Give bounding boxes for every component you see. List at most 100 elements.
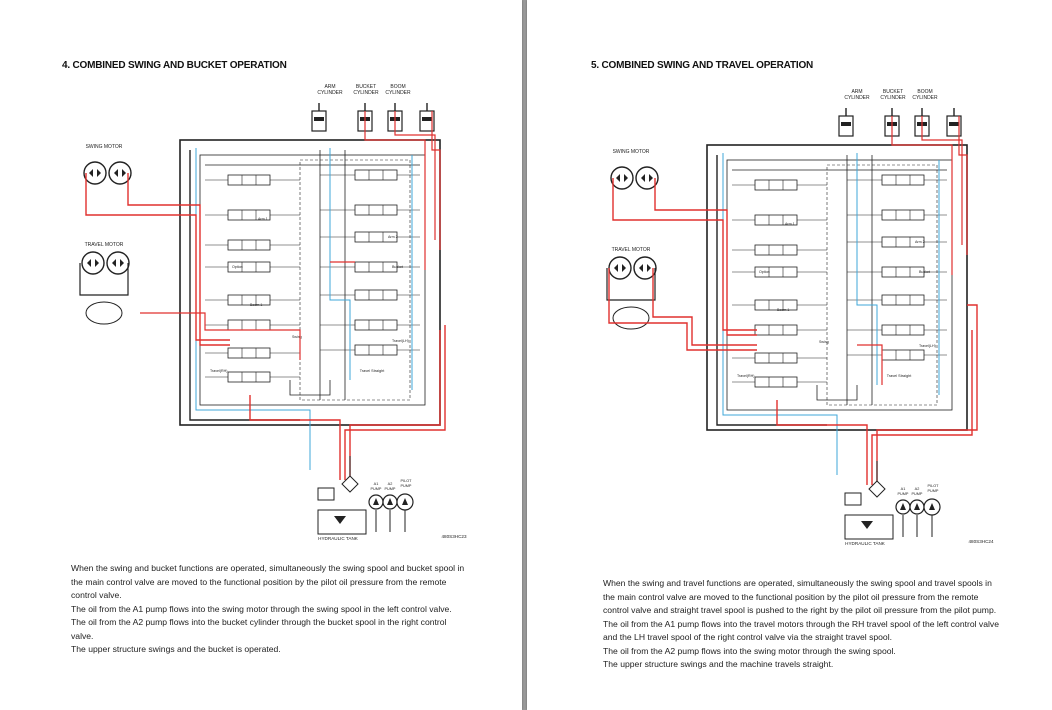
pilot-line <box>195 148 311 470</box>
paragraph: The upper structure swings and the bucke… <box>71 644 281 654</box>
valve-label: Swing <box>292 335 302 339</box>
pump-label: A2 <box>915 487 920 491</box>
spool <box>754 299 798 311</box>
figure-code: 480S3HC23 <box>441 534 466 539</box>
spool <box>227 319 271 331</box>
swing-motor-icon <box>83 161 107 185</box>
valve-dashed-frame <box>826 164 938 406</box>
manual-page-left: 4. COMBINED SWING AND BUCKET OPERATION A… <box>0 0 522 710</box>
paragraph: When the swing and travel functions are … <box>603 578 997 615</box>
valve-label: Travel(LH) <box>392 339 409 343</box>
swing-motor-icon <box>108 161 132 185</box>
pilot-line <box>856 153 878 385</box>
cylinder-label: BUCKET <box>883 89 903 95</box>
pressure-line <box>654 178 757 336</box>
spool <box>881 294 925 306</box>
cylinder-label: ARM <box>851 89 862 95</box>
pressure-line <box>364 111 426 270</box>
pump-arrow <box>373 498 379 505</box>
motor-arrow <box>641 174 653 182</box>
cylinder-piston <box>314 117 324 121</box>
section-heading: 4. COMBINED SWING AND BUCKET OPERATION <box>62 60 287 71</box>
return-line <box>816 385 858 401</box>
tank-label: HYDRAULIC TANK <box>318 536 359 541</box>
motor-arrow <box>89 169 101 177</box>
cylinder-label: CYLINDER <box>912 95 938 101</box>
description-text: When the swing and bucket functions are … <box>71 562 471 657</box>
motor-label: SWING MOTOR <box>613 149 650 155</box>
pressure-line <box>857 344 883 385</box>
cylinder-label: CYLINDER <box>317 90 343 96</box>
spool <box>881 174 925 186</box>
hydraulic-tank-icon <box>844 514 894 540</box>
valve-label: Arm 2 <box>915 240 925 244</box>
spool <box>754 376 798 388</box>
pressure-line <box>249 395 341 480</box>
spool <box>227 239 271 251</box>
cylinder-piston <box>422 117 432 121</box>
tank-arrow <box>334 516 346 524</box>
spool <box>881 209 925 221</box>
cylinder-label: CYLINDER <box>880 95 906 101</box>
filter-icon <box>341 475 359 493</box>
schematic-group: ARMCYLINDERBUCKETCYLINDERBOOMCYLINDERSWI… <box>606 89 994 546</box>
spool <box>754 324 798 336</box>
paragraph: The oil from the A2 pump flows into the … <box>603 645 896 656</box>
pressure-line <box>349 330 441 480</box>
cylinder-label: CYLINDER <box>385 90 411 96</box>
travel-motor-icon <box>106 251 130 275</box>
pump-arrow <box>387 498 393 505</box>
spool <box>227 174 271 186</box>
pump-label: PILOT <box>928 484 940 488</box>
spool <box>227 294 271 306</box>
paragraph: The oil from the A1 pump flows into the … <box>603 618 999 643</box>
cylinder-label: CYLINDER <box>353 90 379 96</box>
description-text: When the swing and travel functions are … <box>603 577 1003 672</box>
manual-page-right: 5. COMBINED SWING AND TRAVEL OPERATION A… <box>527 0 1052 710</box>
pump-label: A1 <box>374 482 379 486</box>
spool <box>354 261 398 273</box>
valve-label: Option <box>232 265 243 269</box>
pressure-line <box>958 116 968 255</box>
valve-label: Boom 1 <box>250 303 262 307</box>
paragraph: The oil from the A1 pump flows into the … <box>71 603 452 614</box>
valve-label: Travel(LH) <box>919 344 936 348</box>
pressure-line <box>871 330 973 485</box>
valve-label: Bucket <box>392 265 403 269</box>
motor-arrow <box>112 259 124 267</box>
valve-label: Travel(RH) <box>210 369 227 373</box>
travel-line <box>606 268 656 301</box>
pressure-line <box>876 304 978 485</box>
schematic-group: ARMCYLINDERBUCKETCYLINDERBOOMCYLINDERSWI… <box>79 84 467 541</box>
filter-icon <box>844 492 862 506</box>
cylinder-label: ARM <box>324 84 335 90</box>
motor-label: SWING MOTOR <box>86 144 123 150</box>
pump-label: A2 <box>388 482 393 486</box>
pilot-line <box>329 148 351 380</box>
spool <box>881 266 925 278</box>
return-line <box>289 380 331 396</box>
main-control-valve-frame <box>706 144 968 431</box>
hydraulic-tank-icon <box>317 509 367 535</box>
pump-label: PUMP <box>898 492 909 496</box>
cylinder-label: BOOM <box>390 84 405 90</box>
hydraulic-schematic: ARMCYLINDERBUCKETCYLINDERBOOMCYLINDERSWI… <box>79 84 467 541</box>
cylinder-piston <box>949 122 959 126</box>
pump-label: PUMP <box>912 492 923 496</box>
valve-label: Boom 1 <box>777 308 789 312</box>
valve-label: Arm 2 <box>388 235 398 239</box>
travel-motor-icon <box>608 256 632 280</box>
swing-motor-icon <box>610 166 634 190</box>
section-heading: 5. COMBINED SWING AND TRAVEL OPERATION <box>591 60 814 71</box>
pressure-line <box>652 268 757 346</box>
valve-label: Travel Straight <box>887 374 912 378</box>
paragraph: The oil from the A2 pump flows into the … <box>71 617 447 641</box>
pressure-line <box>776 400 868 485</box>
travel-line <box>79 263 129 296</box>
pressure-line <box>127 173 230 346</box>
pump-arrow <box>900 503 906 510</box>
spool <box>754 352 798 364</box>
travel-motor-icon <box>81 251 105 275</box>
valve-dashed-frame <box>299 159 411 401</box>
pump-label: A1 <box>901 487 906 491</box>
